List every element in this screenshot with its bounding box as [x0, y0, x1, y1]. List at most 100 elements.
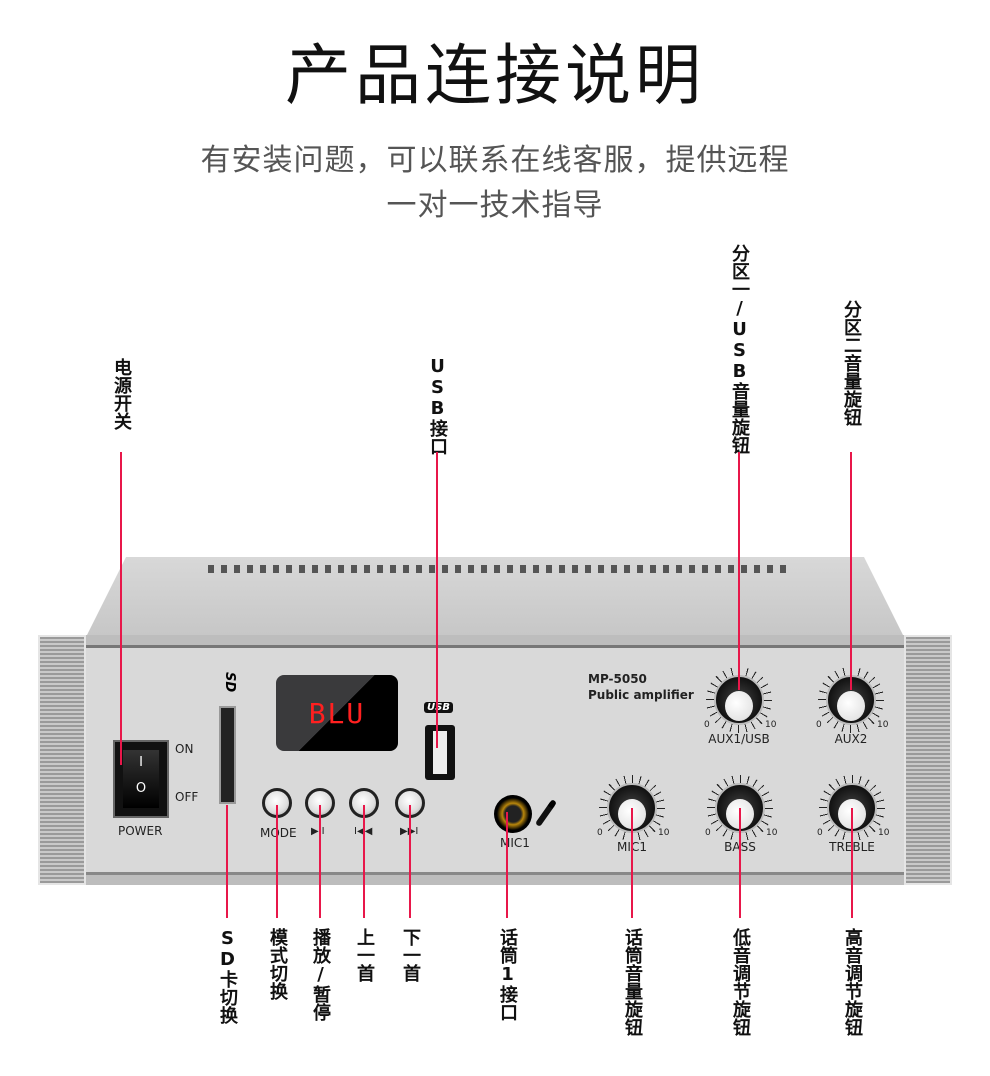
knob-treble-min: 0 [817, 828, 823, 838]
knob-aux2-label: AUX2 [834, 732, 868, 746]
vent-slot [325, 565, 331, 573]
vent-slot [299, 565, 305, 573]
label-prev: 上一首 [354, 928, 375, 982]
vent-slot [234, 565, 240, 573]
vent-slot [273, 565, 279, 573]
vent-slot [507, 565, 513, 573]
power-label: POWER [118, 824, 163, 838]
vent-slot [715, 565, 721, 573]
callout-line-aux2 [850, 452, 852, 690]
callout-line-power [120, 452, 122, 765]
label-mic-knob: 话筒音量旋钮 [622, 928, 643, 1036]
label-treble: 高音调节旋钮 [842, 928, 863, 1036]
vent-slot [650, 565, 656, 573]
label-aux2-knob: 分区二音量旋钮 [841, 300, 862, 426]
callout-line-mic-knob [631, 808, 633, 918]
display-text: BLU [308, 696, 366, 730]
callout-line-sd [226, 805, 228, 918]
vent-slot [221, 565, 227, 573]
vent-slot [741, 565, 747, 573]
vent-slot [494, 565, 500, 573]
vent-slot [624, 565, 630, 573]
mode-label: MODE [260, 826, 297, 840]
label-sd: SD卡切换 [217, 928, 238, 1024]
led-display: BLU [276, 675, 398, 751]
mic-jack[interactable] [494, 795, 532, 833]
label-power-switch: 电源开关 [111, 358, 132, 430]
label-bass: 低音调节旋钮 [730, 928, 751, 1036]
knob-treble-max: 10 [878, 828, 890, 838]
callout-line-prev [363, 805, 365, 918]
vent-slot [702, 565, 708, 573]
vent-slot [403, 565, 409, 573]
vent-slot [728, 565, 734, 573]
vent-slot [689, 565, 695, 573]
vent-slot [559, 565, 565, 573]
sd-logo: SD [222, 672, 237, 693]
label-mode: 模式切换 [267, 928, 288, 1000]
power-off-label: OFF [175, 790, 199, 804]
vent-slot [572, 565, 578, 573]
callout-line-usb [436, 452, 438, 748]
vent-slot [351, 565, 357, 573]
knob-bass-min: 0 [705, 828, 711, 838]
knob-mic1-min: 0 [597, 828, 603, 838]
model-number: MP-5050 [588, 672, 647, 686]
label-play: 播放/暂停 [310, 928, 331, 1021]
play-pause-label: ▶II [311, 826, 325, 837]
vent-slot [468, 565, 474, 573]
vent-slot [767, 565, 773, 573]
vent-slot [585, 565, 591, 573]
vent-slot [208, 565, 214, 573]
model-description: Public amplifier [588, 688, 694, 702]
vent-slot [676, 565, 682, 573]
right-rack-handle [904, 635, 952, 885]
vent-slot [416, 565, 422, 573]
callout-line-treble [851, 808, 853, 918]
callout-line-aux1 [738, 452, 740, 690]
vent-slot [390, 565, 396, 573]
vent-slot [598, 565, 604, 573]
vent-slot [546, 565, 552, 573]
knob-aux1-label: AUX1/USB [708, 732, 770, 746]
vent-slot [364, 565, 370, 573]
vent-slot [429, 565, 435, 573]
vent-slot [442, 565, 448, 573]
vent-slot [637, 565, 643, 573]
vent-slot [754, 565, 760, 573]
vent-slot [260, 565, 266, 573]
callout-line-play [319, 805, 321, 918]
knob-aux1-min: 0 [704, 720, 710, 730]
subtitle-line-1: 有安装问题，可以联系在线客服，提供远程 [200, 143, 790, 178]
vent-slot [663, 565, 669, 573]
vent-slot [377, 565, 383, 573]
subtitle-line-2: 一对一技术指导 [386, 188, 604, 223]
label-usb-port: USB接口 [427, 356, 448, 455]
knob-aux2[interactable] [818, 667, 884, 733]
label-mic-jack: 话筒1接口 [497, 928, 518, 1021]
vent-slot [520, 565, 526, 573]
sd-card-slot[interactable] [219, 706, 236, 804]
vent-slot [247, 565, 253, 573]
vent-slot [780, 565, 786, 573]
callout-line-mode [276, 805, 278, 918]
vent-slot [455, 565, 461, 573]
knob-bass-max: 10 [766, 828, 778, 838]
callout-line-next [409, 805, 411, 918]
vent-slot [611, 565, 617, 573]
left-rack-handle [38, 635, 86, 885]
vent-slot [286, 565, 292, 573]
mic-jack-label: MIC1 [500, 836, 530, 850]
callout-line-bass [739, 808, 741, 918]
usb-logo: USB [424, 702, 453, 713]
knob-aux2-min: 0 [816, 720, 822, 730]
power-on-label: ON [175, 742, 194, 756]
vent-slot [481, 565, 487, 573]
callout-line-mic-jack [506, 812, 508, 918]
knob-aux2-max: 10 [877, 720, 889, 730]
usb-port[interactable] [425, 725, 455, 780]
page-title: 产品连接说明 [285, 37, 705, 114]
label-aux1-knob: 分区一/USB音量旋钮 [729, 244, 750, 454]
vent-slot [533, 565, 539, 573]
